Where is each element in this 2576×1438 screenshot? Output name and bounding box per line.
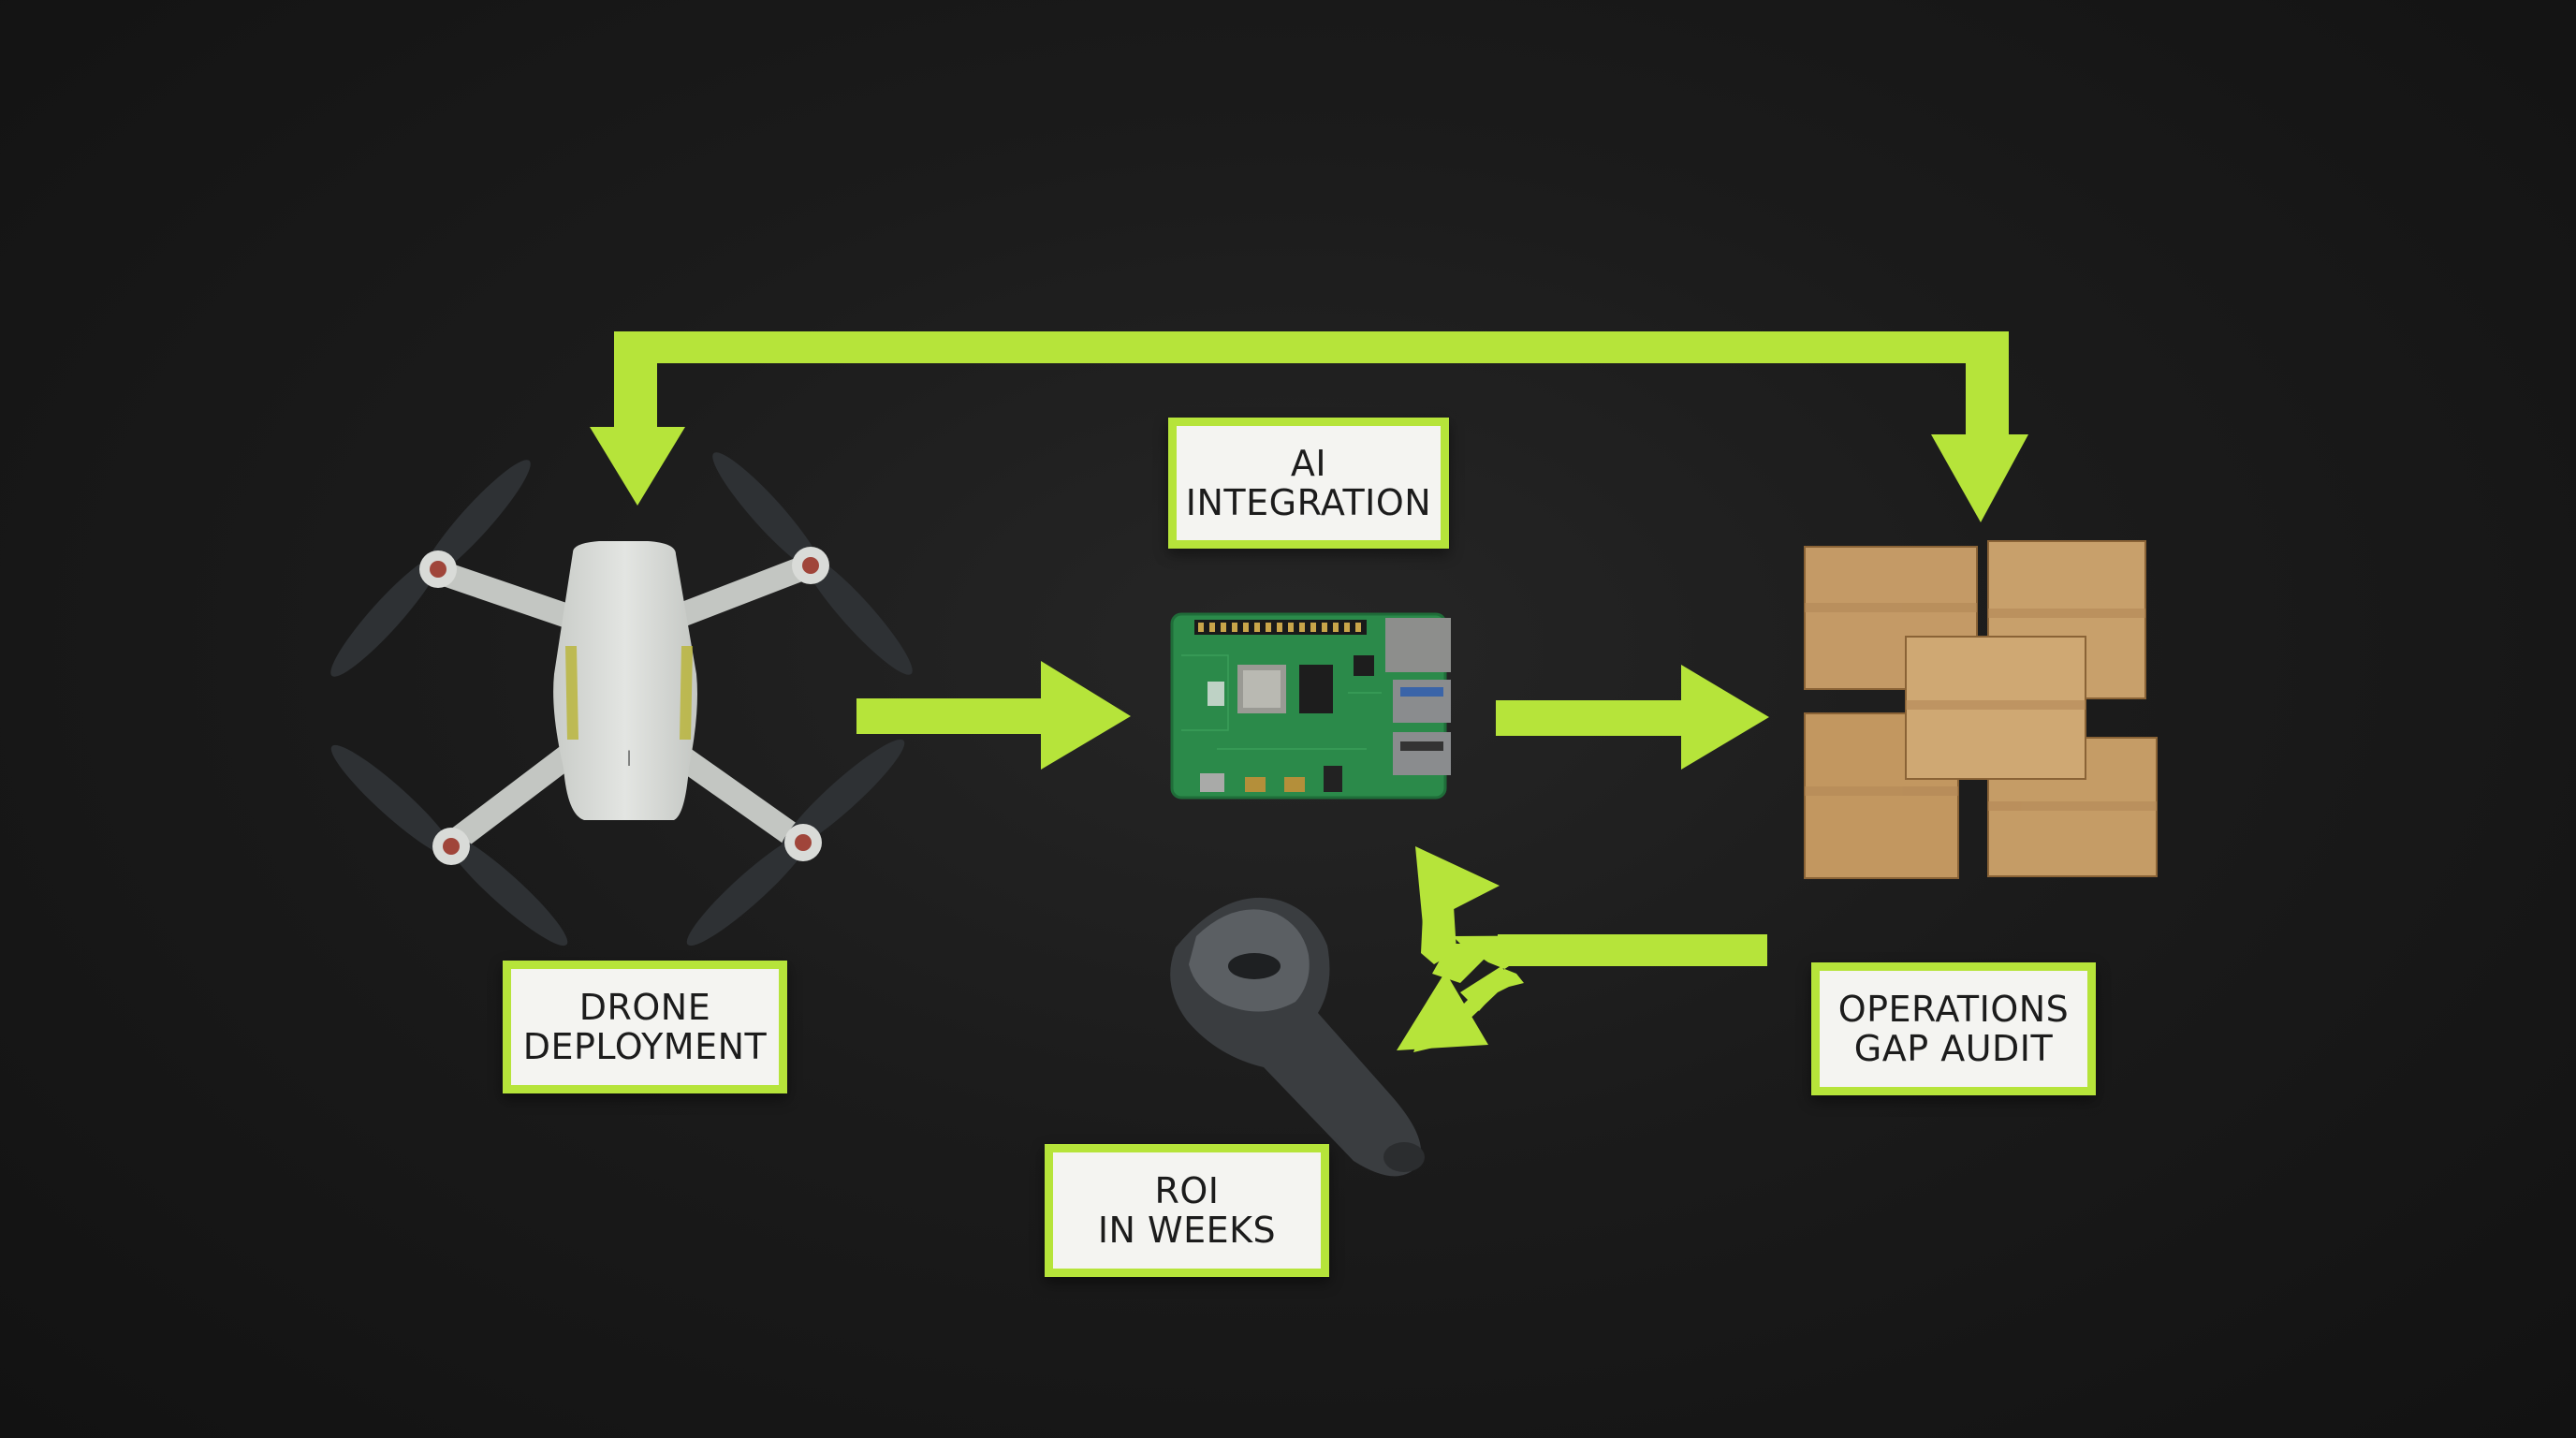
label-ai-integration-line1: AI	[1290, 443, 1327, 484]
loop-right-arrowhead	[1931, 434, 2028, 522]
label-roi-in-weeks-line1: ROI	[1154, 1170, 1220, 1211]
label-roi-in-weeks-line2: IN WEEKS	[1097, 1210, 1277, 1251]
arrow-return-down-head	[1397, 972, 1488, 1050]
label-operations-gap-audit-line2: GAP AUDIT	[1853, 1028, 2054, 1069]
label-ai-integration: AI INTEGRATION	[1168, 418, 1449, 549]
loop-left-stem	[614, 331, 657, 431]
label-drone-deployment: DRONE DEPLOYMENT	[503, 961, 787, 1093]
loop-left-arrowhead	[590, 427, 685, 506]
label-roi-in-weeks: ROI IN WEEKS	[1045, 1144, 1329, 1277]
label-operations-gap-audit-line1: OPERATIONS	[1837, 989, 2070, 1030]
label-ai-integration-line2: INTEGRATION	[1185, 482, 1432, 523]
arrow-return-shaft	[1498, 934, 1767, 966]
arrow-drone-to-board-shaft	[856, 698, 1053, 734]
arrow-board-to-boxes-shaft	[1496, 700, 1694, 736]
label-drone-deployment-line2: DEPLOYMENT	[522, 1026, 768, 1067]
loop-top-bar	[614, 331, 1996, 363]
label-drone-deployment-line1: DRONE	[578, 987, 711, 1028]
loop-right-stem	[1966, 331, 2009, 436]
svg-text:ꟾ: ꟾ	[626, 750, 631, 770]
label-operations-gap-audit: OPERATIONS GAP AUDIT	[1811, 962, 2096, 1095]
arrow-board-to-boxes-head	[1681, 665, 1769, 770]
arrow-drone-to-board-head	[1041, 661, 1131, 770]
arrow-return-down-stem	[1460, 966, 1509, 1011]
arrow-return-up-stem	[1421, 876, 1456, 964]
